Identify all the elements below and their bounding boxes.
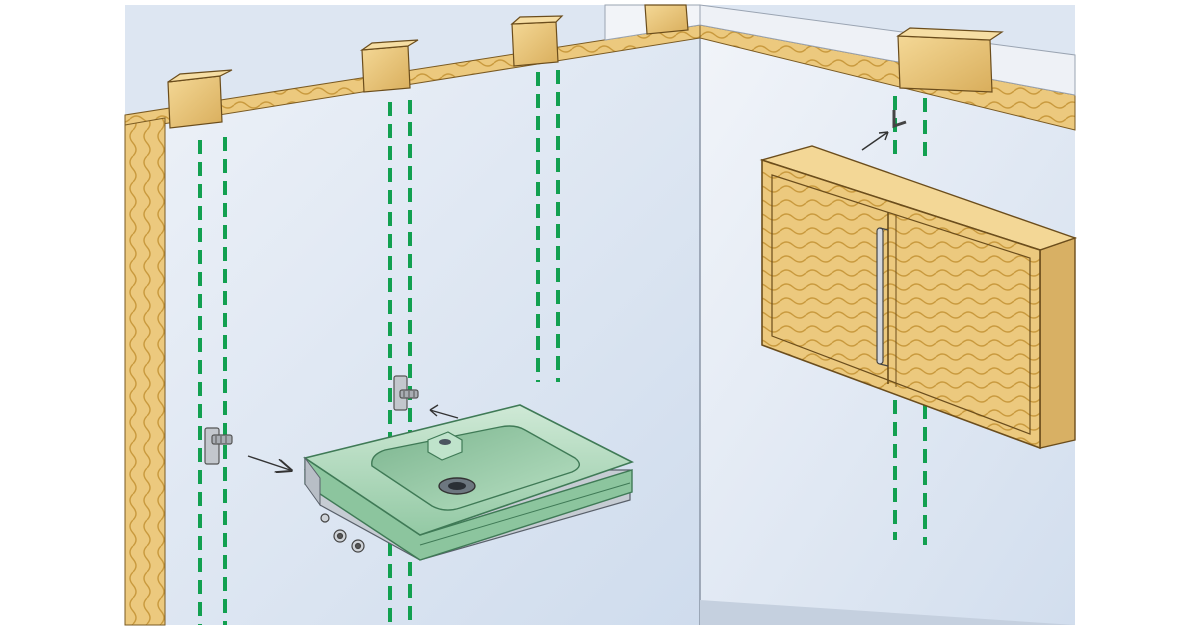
cabinet-hook	[892, 110, 907, 129]
arrow-cabinet-hook	[861, 131, 889, 151]
arrow-cabinet-head	[878, 131, 889, 141]
stud-lines	[198, 70, 927, 625]
wall-bracket-middle	[393, 375, 419, 411]
timber-stud-top-4	[644, 4, 689, 35]
mounting-nuts	[320, 513, 365, 553]
wall-sink	[303, 404, 635, 561]
tap-hole	[439, 439, 451, 445]
sink-basin	[371, 425, 580, 511]
drain-hole	[448, 482, 466, 490]
wall-cabinet	[759, 145, 1078, 450]
cabinet-side	[1039, 237, 1076, 449]
tap-block	[427, 431, 463, 461]
floor-shadow	[700, 600, 1075, 625]
timber-stud-top-1	[167, 69, 233, 129]
cabinet-front	[761, 158, 1041, 450]
left-edge-stud	[124, 117, 166, 626]
cabinet-handle-icon	[876, 227, 884, 365]
arrow-left-bracket	[247, 455, 290, 470]
arrow-middle-bracket	[429, 409, 459, 419]
timber-stud-top-5	[896, 27, 1004, 93]
timber-stud-top-2	[359, 39, 419, 93]
arrow-middle-head	[429, 404, 439, 417]
rim-groove	[419, 482, 631, 546]
sink-side	[304, 456, 321, 507]
arrows	[247, 131, 889, 470]
wall-bracket-left	[204, 427, 233, 465]
timber-stud-top-3	[510, 15, 564, 67]
cabinet-frame	[771, 174, 1031, 435]
